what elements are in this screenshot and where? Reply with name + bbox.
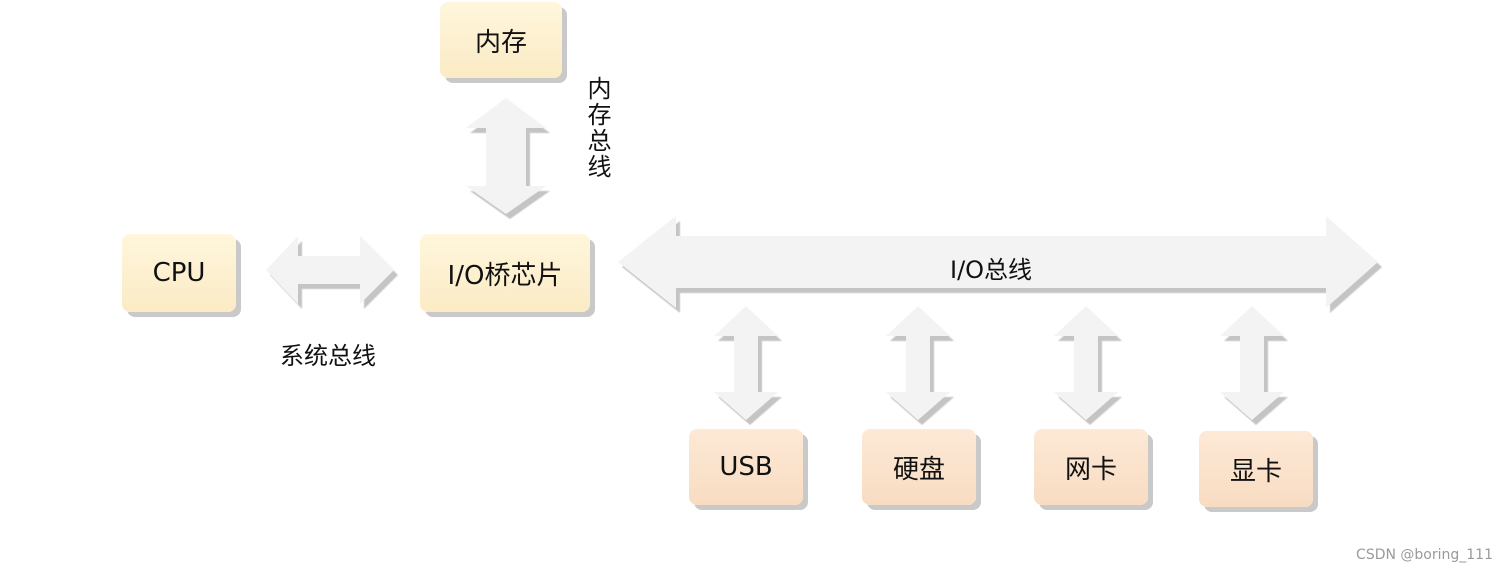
nic-node: 网卡 [1034,429,1148,505]
usb-node: USB [689,429,803,505]
gpu-node: 显卡 [1199,431,1313,507]
cpu-node-label: CPU [152,258,206,288]
memory-bus-label: 内存总线 [583,76,611,180]
cpu-node: CPU [122,234,236,312]
watermark: CSDN @boring_111 [1356,547,1493,563]
io-bus-arrow [618,216,1378,308]
io-bus-label: I/O总线 [950,256,1033,284]
disk-node-label: 硬盘 [892,454,945,485]
memory-node-label: 内存 [474,27,527,58]
usb-node-label: USB [719,452,773,482]
disk-node: 硬盘 [862,429,976,505]
usb-bus-arrow [714,306,778,420]
gpu-node-label: 显卡 [1229,456,1282,487]
io-bridge-node: I/O桥芯片 [420,234,590,312]
io-bridge-node-label: I/O桥芯片 [447,260,563,291]
memory-bus-arrow [466,98,546,214]
memory-node: 内存 [440,2,562,78]
nic-node-label: 网卡 [1064,454,1117,485]
gpu-bus-arrow [1220,306,1284,420]
nic-bus-arrow [1054,306,1118,420]
disk-bus-arrow [886,306,950,420]
system-bus-label: 系统总线 [280,342,376,370]
system-bus-arrow [266,236,394,304]
